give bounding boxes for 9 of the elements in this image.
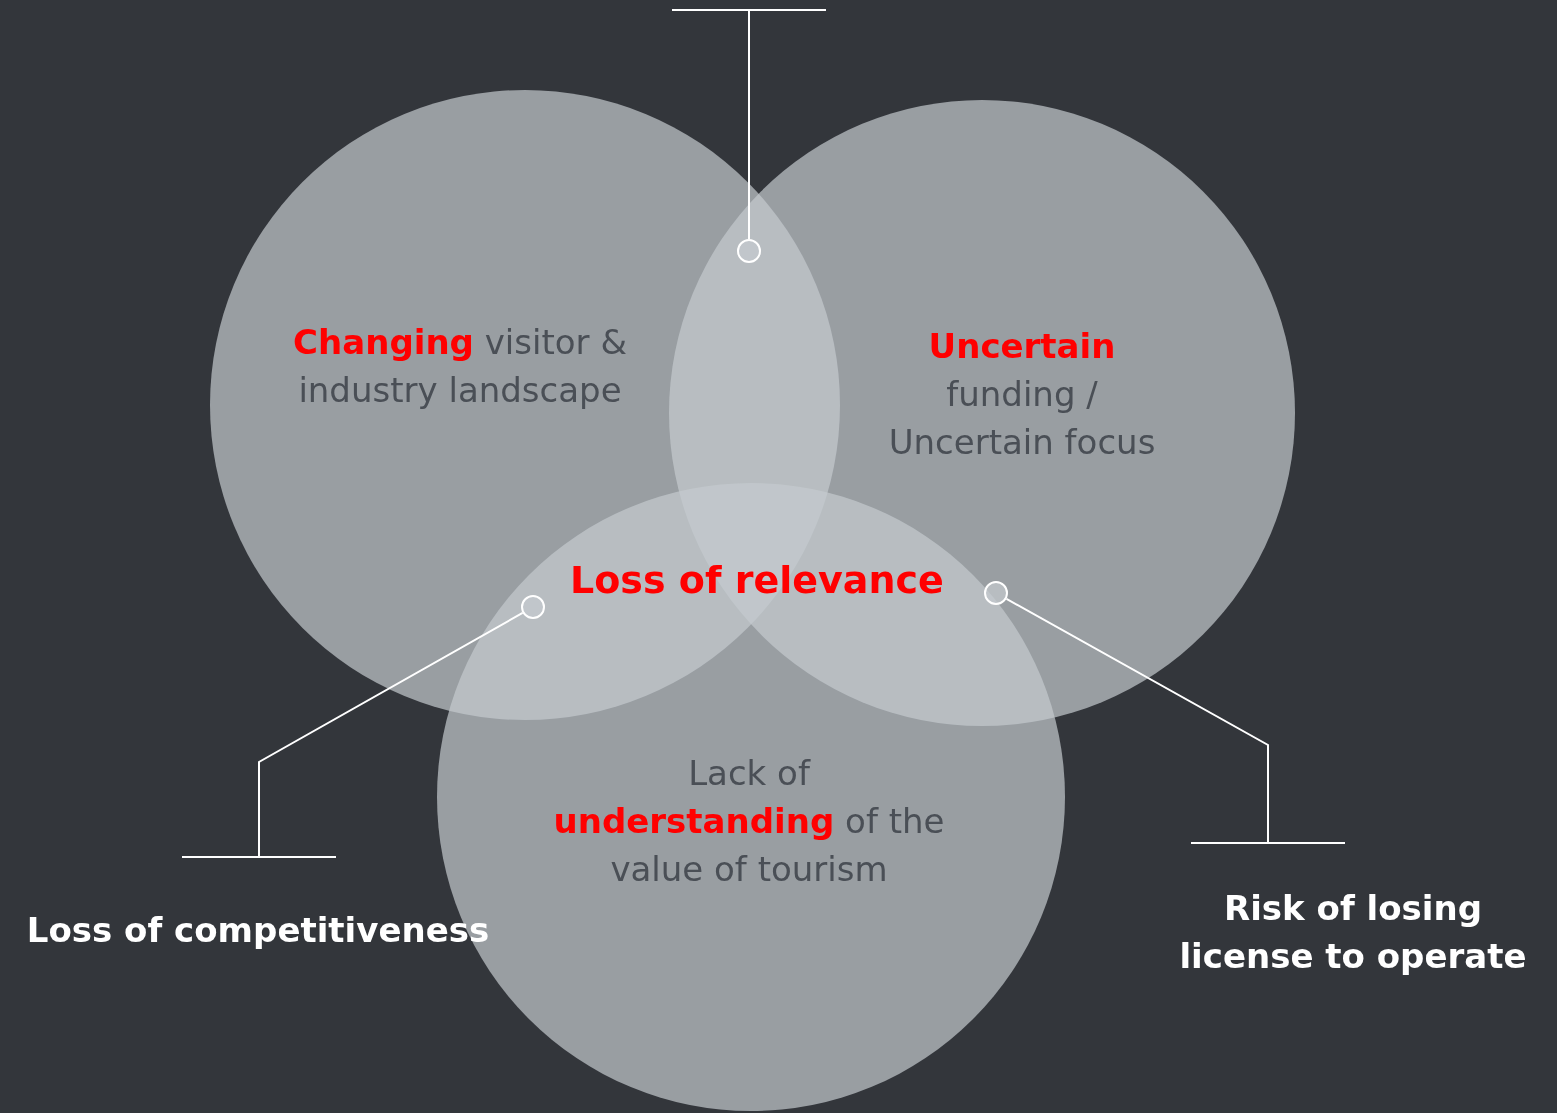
circle-text: Uncertain funding / Uncertain focus (887, 325, 1157, 464)
leader-line (1005, 597, 1346, 844)
leader-line (671, 9, 827, 240)
circle-text: Changing visitor & industry landscape (292, 321, 628, 412)
callout-text: Loss of competitiveness (8, 906, 508, 954)
leader-line (181, 611, 524, 858)
callout-text: Risk of losing license to operate (1152, 884, 1554, 980)
circle-text: Lack of understanding of the value of tourism (552, 752, 946, 891)
center-label: Loss of relevance (570, 558, 944, 602)
